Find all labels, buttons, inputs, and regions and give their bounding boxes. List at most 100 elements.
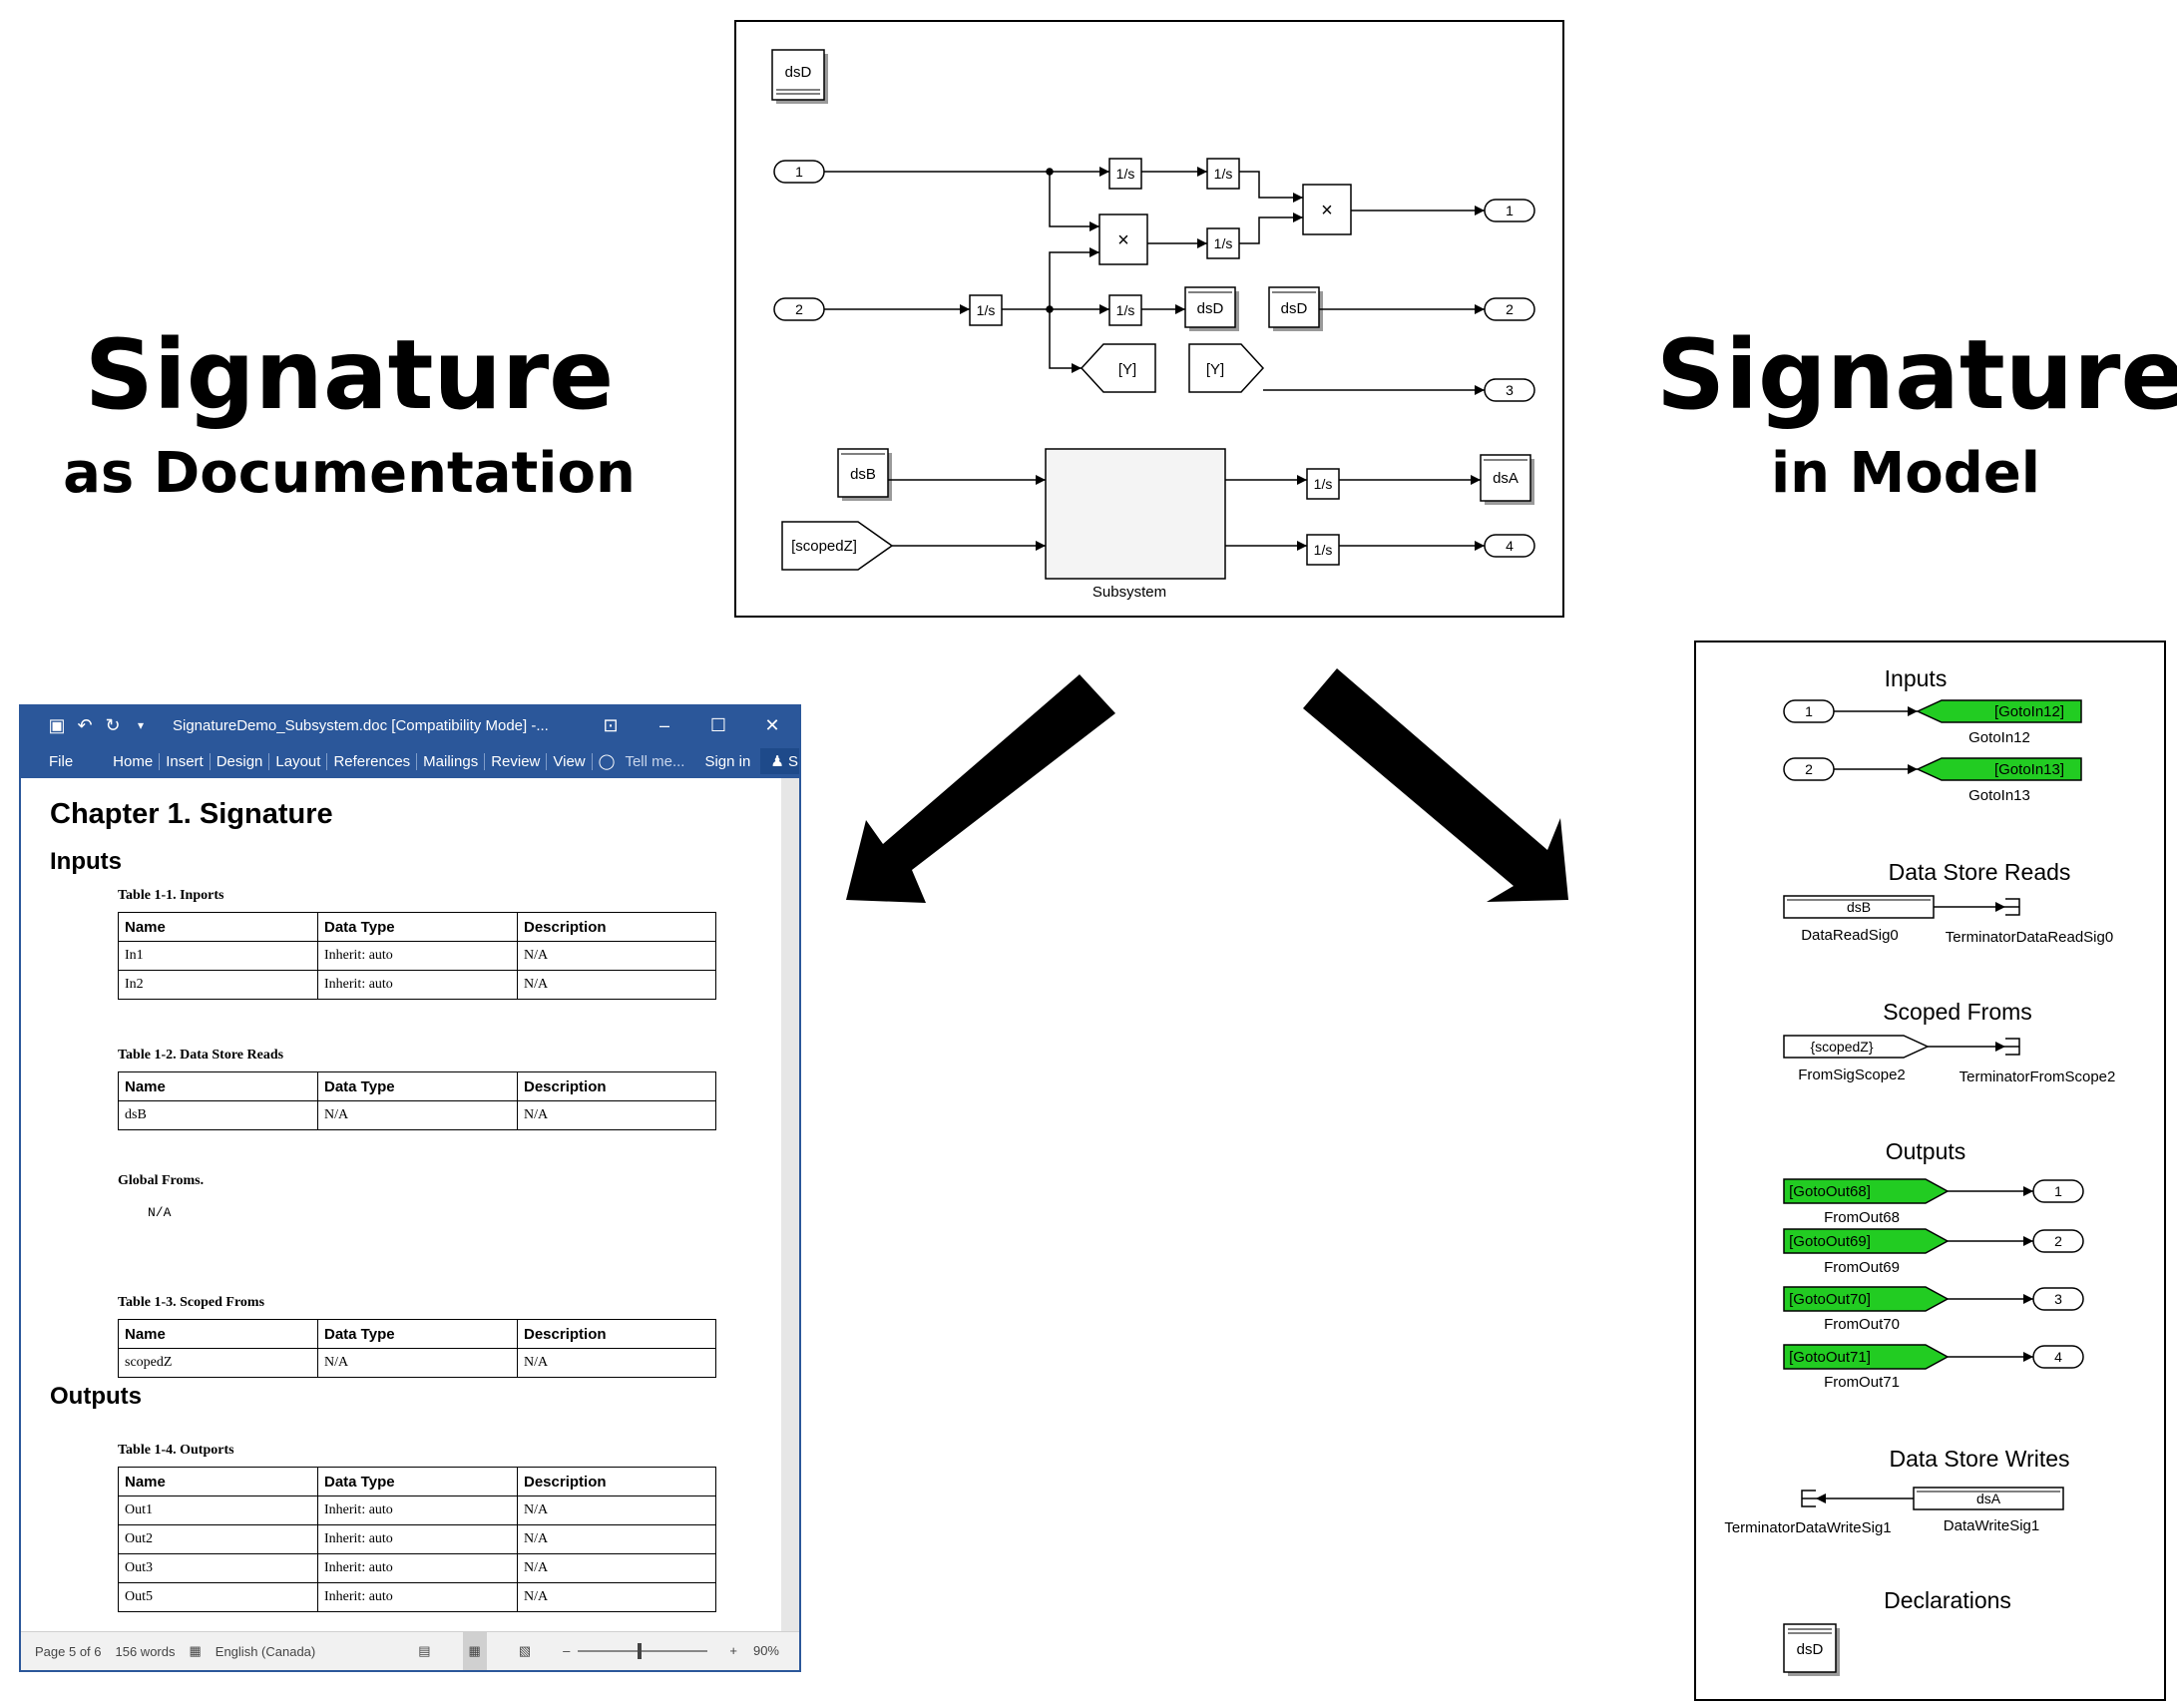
block-name: GotoIn13 — [1968, 787, 2030, 804]
subsystem-block[interactable] — [1045, 448, 1226, 580]
svg-text:1/s: 1/s — [1214, 235, 1233, 251]
language-indicator[interactable]: English (Canada) — [215, 1643, 316, 1659]
integrator-block[interactable]: 1/s — [969, 294, 1003, 326]
integrator-block[interactable]: 1/s — [1108, 294, 1142, 326]
goto-block[interactable] — [1916, 757, 2082, 781]
outport-block[interactable] — [2032, 1179, 2084, 1203]
zoom-out-button[interactable]: – — [563, 1643, 571, 1658]
customize-toolbar-icon[interactable]: ▾ — [137, 718, 145, 732]
tab-review[interactable]: Review — [485, 752, 548, 770]
from-block[interactable] — [1783, 1344, 1950, 1370]
block-name: FromSigScope2 — [1798, 1067, 1906, 1083]
block-name: FromOut69 — [1824, 1259, 1900, 1276]
outport-block[interactable] — [2032, 1345, 2084, 1369]
from-block[interactable] — [1783, 1228, 1950, 1254]
document-page[interactable]: Chapter 1. Signature Inputs Table 1-1. I… — [21, 778, 783, 1634]
from-tag: [GotoOut71] — [1789, 1349, 1871, 1366]
from-block[interactable]: [Y] — [1188, 343, 1265, 393]
top-model-diagram: dsD 1 2 1/s 1/s 1/s 1/s 1/s 1/s 1/s × × — [734, 20, 1564, 618]
inputs-heading: Inputs — [50, 848, 122, 875]
from-block[interactable] — [1783, 1035, 1930, 1059]
integrator-block[interactable]: 1/s — [1306, 468, 1340, 500]
tab-layout[interactable]: Layout — [269, 752, 328, 770]
terminator-block[interactable] — [2005, 1038, 2020, 1056]
close-button[interactable]: ✕ — [764, 715, 780, 735]
redo-icon[interactable]: ↻ — [105, 714, 121, 735]
person-icon: ♟ — [770, 753, 784, 770]
proofing-icon[interactable]: ▦ — [189, 1643, 202, 1658]
data-store-write-block[interactable]: dsA — [1480, 454, 1534, 505]
block-name: DataReadSig0 — [1801, 927, 1899, 944]
block-label: 1 — [795, 164, 803, 180]
integrator-block[interactable]: 1/s — [1206, 227, 1240, 259]
share-button[interactable]: ♟ Share — [760, 748, 799, 774]
maximize-button[interactable]: ☐ — [709, 715, 727, 735]
block-label: dsD — [1797, 1641, 1824, 1658]
from-block[interactable]: [scopedZ] — [781, 521, 894, 571]
goto-block[interactable]: [Y] — [1080, 343, 1156, 393]
tab-mailings[interactable]: Mailings — [417, 752, 486, 770]
block-name: FromOut68 — [1824, 1209, 1900, 1226]
data-store-write-block[interactable]: dsD — [1184, 286, 1239, 331]
svg-text:[Y]: [Y] — [1206, 361, 1224, 378]
web-layout-icon[interactable]: ▧ — [518, 1643, 532, 1658]
data-store-read-block[interactable]: dsB — [837, 448, 892, 501]
table-caption: Table 1-4. Outports — [118, 1443, 234, 1458]
tab-insert[interactable]: Insert — [160, 752, 211, 770]
sign-in-link[interactable]: Sign in — [704, 752, 751, 770]
data-store-memory-block[interactable] — [1783, 1623, 1837, 1673]
integrator-block[interactable]: 1/s — [1206, 158, 1240, 190]
product-block[interactable]: × — [1302, 184, 1352, 235]
read-mode-icon[interactable]: ▤ — [418, 1643, 431, 1658]
goto-block[interactable] — [1916, 699, 2082, 723]
global-froms-value: N/A — [148, 1205, 172, 1220]
undo-icon[interactable]: ↶ — [77, 714, 93, 735]
svg-text:dsB: dsB — [850, 466, 876, 483]
block-label: 1 — [1506, 203, 1514, 218]
svg-text:dsD: dsD — [1281, 300, 1308, 317]
headline-small: as Documentation — [63, 441, 636, 506]
data-store-write-block[interactable] — [1913, 1487, 2064, 1510]
tab-design[interactable]: Design — [211, 752, 270, 770]
from-block[interactable] — [1783, 1286, 1950, 1312]
share-label: Share — [787, 753, 799, 770]
block-label: dsA — [1976, 1491, 2001, 1506]
data-store-memory-block[interactable] — [771, 49, 825, 101]
signature-panel — [1694, 640, 2166, 1701]
outport-block[interactable] — [2032, 1287, 2084, 1311]
product-block[interactable]: × — [1098, 214, 1148, 265]
integrator-block[interactable]: 1/s — [1108, 158, 1142, 190]
tab-view[interactable]: View — [547, 752, 593, 770]
block-name: TerminatorDataWriteSig1 — [1724, 1519, 1891, 1536]
headline-small: in Model — [1770, 441, 2041, 506]
block-name: TerminatorFromScope2 — [1959, 1068, 2116, 1085]
svg-text:dsA: dsA — [1493, 470, 1519, 487]
page-count[interactable]: Page 5 of 6 — [35, 1643, 102, 1659]
print-layout-icon[interactable]: ▦ — [462, 1632, 487, 1670]
tab-file[interactable]: File — [49, 752, 74, 770]
from-block[interactable] — [1783, 1178, 1950, 1204]
zoom-slider[interactable] — [578, 1643, 708, 1659]
data-store-read-block[interactable]: dsD — [1268, 286, 1323, 331]
tab-home[interactable]: Home — [107, 752, 161, 770]
outport-block[interactable] — [2032, 1229, 2084, 1253]
terminator-block[interactable] — [1801, 1490, 1816, 1507]
vertical-scrollbar[interactable] — [781, 778, 799, 1634]
zoom-in-button[interactable]: + — [729, 1643, 737, 1658]
block-label: 3 — [1506, 382, 1514, 398]
word-count[interactable]: 156 words — [115, 1643, 176, 1659]
block-label: {scopedZ} — [1810, 1039, 1873, 1055]
zoom-slider-thumb[interactable] — [638, 1643, 643, 1659]
integrator-block[interactable]: 1/s — [1306, 534, 1340, 566]
save-icon[interactable]: ▣ — [48, 714, 66, 735]
from-tag: [GotoOut70] — [1789, 1291, 1871, 1308]
terminator-block[interactable] — [2005, 898, 2020, 916]
tell-me-search[interactable]: Tell me... — [625, 752, 685, 770]
tab-references[interactable]: References — [327, 752, 418, 770]
minimize-button[interactable]: – — [658, 715, 669, 735]
ribbon-display-options-button[interactable]: ⊡ — [603, 715, 619, 735]
goto-tag: [GotoIn12] — [1994, 703, 2064, 720]
zoom-level[interactable]: 90% — [752, 1643, 779, 1658]
